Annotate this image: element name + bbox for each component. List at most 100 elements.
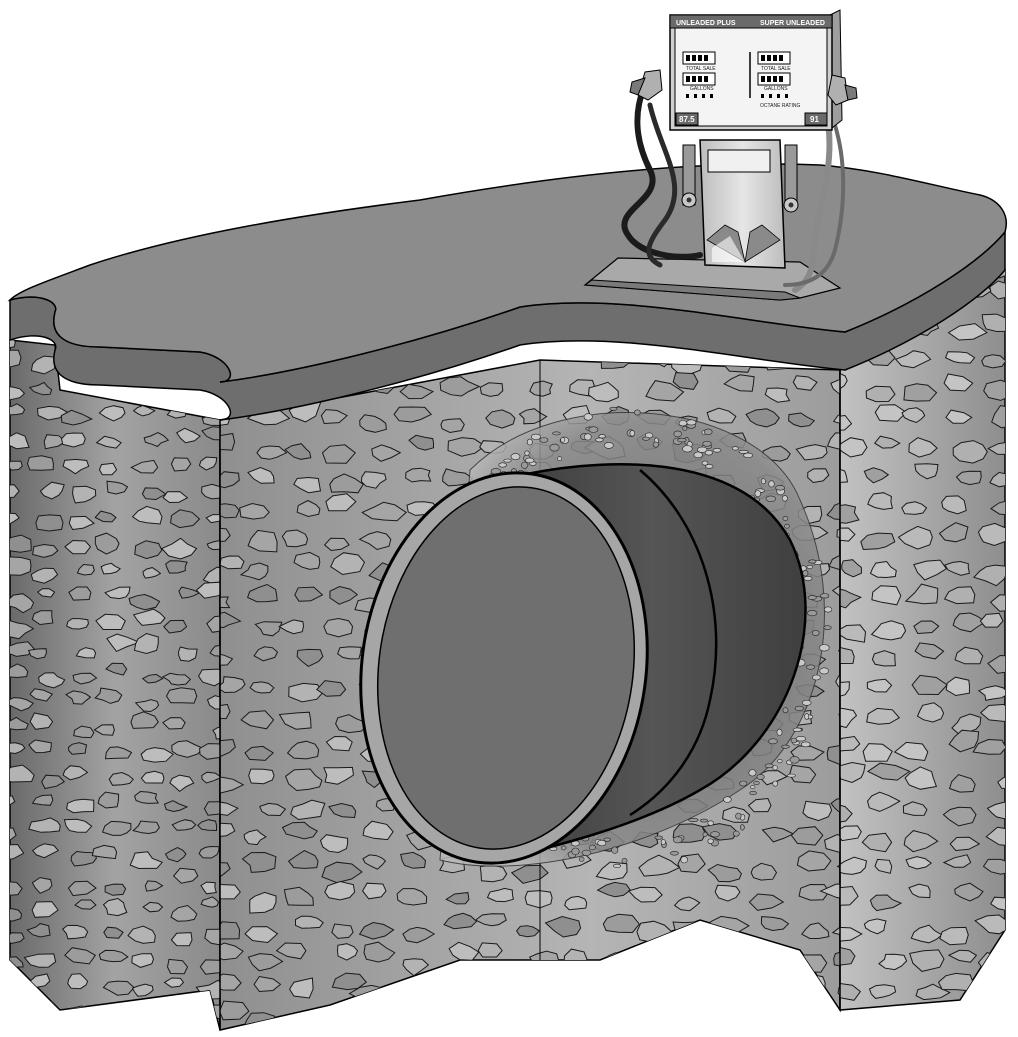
gravel-stone — [132, 820, 160, 835]
gravel-stone — [64, 947, 97, 965]
gravel-stone — [140, 770, 165, 784]
gravel-stone — [942, 854, 972, 868]
pump-island — [583, 257, 842, 301]
gravel-stone — [201, 483, 220, 500]
gravel-stone — [31, 877, 53, 894]
gravel-stone — [284, 443, 312, 460]
gravel-stone — [10, 764, 35, 783]
gravel-stone — [324, 880, 356, 901]
gravel-stone — [293, 476, 322, 494]
gravel-stone — [93, 724, 115, 736]
gravel-stone — [290, 799, 326, 821]
gravel-stone — [61, 432, 86, 448]
gravel-stone — [795, 444, 828, 461]
gravel-stone — [41, 774, 65, 790]
gravel-stone — [72, 485, 97, 504]
gravel-stone — [894, 350, 932, 369]
gravel-stone — [867, 492, 894, 510]
gravel-stone — [66, 798, 95, 814]
fuel-dispenser: UNLEADED PLUS SUPER UNLEADED TOTAL SALE … — [629, 9, 858, 269]
gravel-stone — [897, 525, 933, 550]
pea-gravel-stone — [660, 839, 666, 846]
gravel-stone — [317, 1003, 355, 1030]
total-sale-label-right: TOTAL SALE — [761, 66, 791, 72]
gravel-stone — [939, 926, 969, 946]
pea-gravel-stone — [739, 824, 745, 831]
gravel-stone — [293, 551, 321, 570]
gravel-stone — [837, 643, 840, 658]
gravel-stone — [400, 851, 427, 869]
underground-storage-tank — [359, 463, 807, 865]
gravel-stone — [555, 974, 587, 992]
pea-gravel-stone — [806, 565, 813, 569]
gravel-stone — [70, 850, 97, 867]
gravel-stone — [36, 588, 56, 598]
gravel-stone — [68, 515, 95, 531]
gravel-stone — [909, 949, 945, 972]
pea-gravel-stone — [583, 413, 593, 421]
gravel-stone — [220, 703, 231, 720]
pea-gravel-stone — [792, 727, 802, 732]
octane-value-right: 91 — [810, 115, 819, 124]
gravel-stone — [94, 687, 123, 704]
gravel-stone — [706, 407, 737, 424]
gravel-stone — [977, 522, 1005, 547]
gravel-stone — [288, 682, 324, 703]
gravel-stone — [916, 702, 945, 723]
gravel-stone — [947, 949, 978, 963]
gravel-stone — [321, 444, 357, 464]
gravel-stone — [132, 404, 156, 417]
gravel-stone — [363, 941, 396, 963]
gravel-stone — [840, 761, 866, 784]
pea-gravel-stone — [530, 433, 541, 440]
gravel-stone — [824, 833, 840, 854]
pea-gravel-stone — [670, 851, 679, 856]
gravel-stone — [243, 829, 267, 846]
gravel-stone — [10, 956, 24, 968]
pea-gravel-stone — [768, 738, 778, 745]
pea-gravel-stone — [552, 431, 561, 436]
pea-gravel-stone — [823, 606, 833, 613]
gravel-stone — [10, 663, 29, 679]
gravel-stone — [68, 586, 92, 601]
gravel-stone — [516, 1004, 544, 1023]
gravel-stone — [316, 680, 347, 697]
pea-gravel-stone — [672, 836, 683, 844]
gravel-stone — [840, 504, 860, 524]
gravel-stone — [949, 836, 981, 852]
gravel-stone — [256, 445, 288, 460]
gravel-stone — [220, 1000, 250, 1021]
pea-gravel-stone — [682, 425, 688, 431]
gravel-stone — [952, 612, 987, 633]
gravel-stone — [72, 672, 98, 685]
gravel-stone — [826, 745, 840, 765]
gravel-stone — [281, 821, 319, 840]
gravel-stone — [95, 435, 123, 449]
gravel-stone — [104, 746, 133, 760]
gravel-stone — [106, 480, 129, 495]
gravel-stone — [903, 383, 938, 402]
pea-gravel-stone — [557, 456, 563, 462]
gravel-stone — [178, 586, 201, 599]
gravel-stone — [323, 766, 355, 785]
pea-gravel-stone — [754, 490, 761, 497]
gravel-stone — [240, 710, 275, 730]
total-sale-label-left: TOTAL SALE — [686, 66, 716, 72]
gravel-stone — [360, 471, 387, 489]
gravel-stone — [638, 854, 681, 877]
gravel-stone — [359, 414, 387, 433]
gravel-stone — [910, 924, 943, 944]
gravel-stone — [840, 646, 855, 665]
gravel-stone — [171, 740, 204, 758]
gravel-stone — [96, 1029, 125, 1030]
gravel-stone — [98, 405, 126, 422]
gravel-stone — [104, 586, 131, 600]
gravel-stone — [721, 977, 744, 995]
gravel-stone — [160, 537, 198, 560]
octane-rating-label: OCTANE RATING — [760, 103, 800, 109]
gravel-stone — [131, 953, 155, 968]
gravel-stone — [28, 381, 53, 396]
gravel-stone — [254, 621, 283, 637]
gravel-stone — [220, 776, 245, 794]
pea-gravel-stone — [704, 464, 714, 469]
